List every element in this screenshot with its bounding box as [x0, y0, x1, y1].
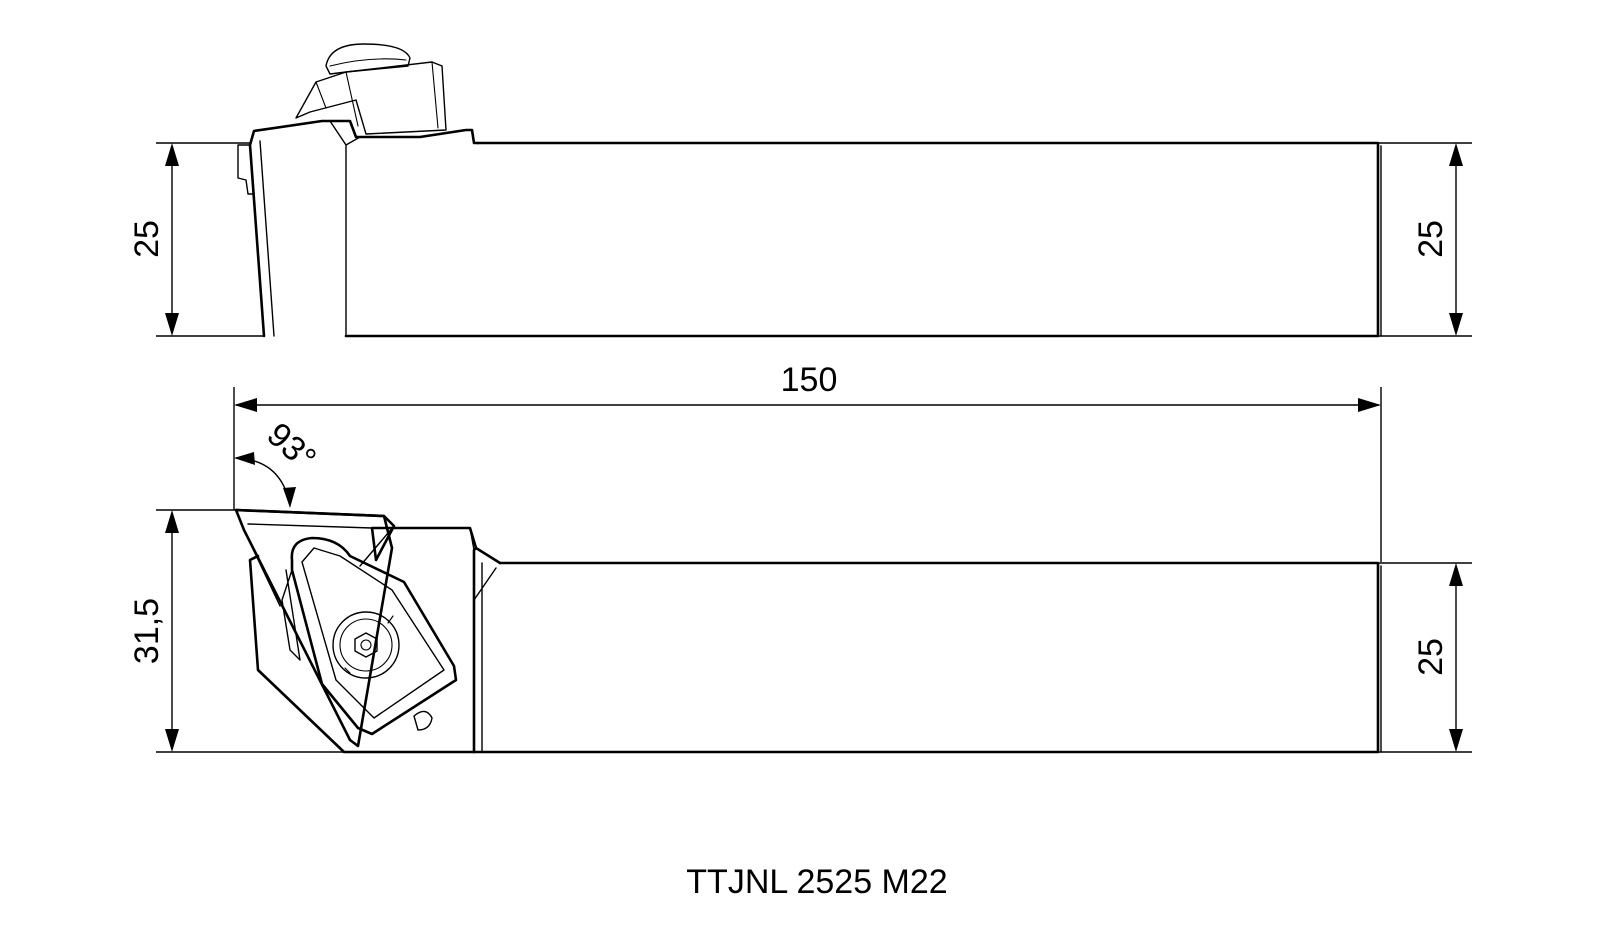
- top-view-head-inner: [469, 527, 497, 753]
- drawing-title: TTJNL 2525 M22: [686, 863, 947, 901]
- angle-dimension: 93°: [234, 416, 323, 508]
- hex-socket-icon: [354, 632, 378, 658]
- side-view-clamp: [295, 61, 447, 135]
- side-view-seat-step: [237, 144, 253, 195]
- side-view-head: [248, 119, 480, 338]
- top-view-head: [234, 508, 502, 565]
- top-view-shank: [472, 561, 1380, 754]
- side-view-head-inner: [259, 120, 361, 337]
- top-view-dimensions: 31,5 25: [128, 509, 1472, 753]
- side-view-left-height-label: 25: [128, 220, 166, 258]
- side-view-clamp-inner: [315, 61, 439, 129]
- top-view-pin: [413, 710, 433, 731]
- side-view-dimensions: 25 25: [128, 142, 1472, 337]
- top-view-clamp-screw: [332, 611, 400, 679]
- length-dimension: 150: [233, 361, 1382, 562]
- top-view-clamp: [290, 536, 458, 736]
- side-view-shank: [344, 141, 1380, 338]
- top-view-insert: [234, 508, 394, 748]
- top-view: [234, 508, 1382, 754]
- side-view-right-height-label: 25: [1412, 220, 1450, 258]
- side-view-screw-detail: [329, 58, 407, 67]
- top-view-clamp-screw-inner: [339, 618, 393, 672]
- overall-length-label: 150: [781, 361, 838, 399]
- side-view: [237, 43, 1382, 338]
- top-view-clamp-inner: [301, 547, 445, 719]
- shank-width-label: 25: [1412, 638, 1450, 676]
- side-view-screw-head: [325, 43, 411, 75]
- head-width-label: 31,5: [128, 598, 166, 664]
- top-view-clamp-left: [281, 569, 301, 661]
- top-view-insert-inner: [243, 523, 395, 607]
